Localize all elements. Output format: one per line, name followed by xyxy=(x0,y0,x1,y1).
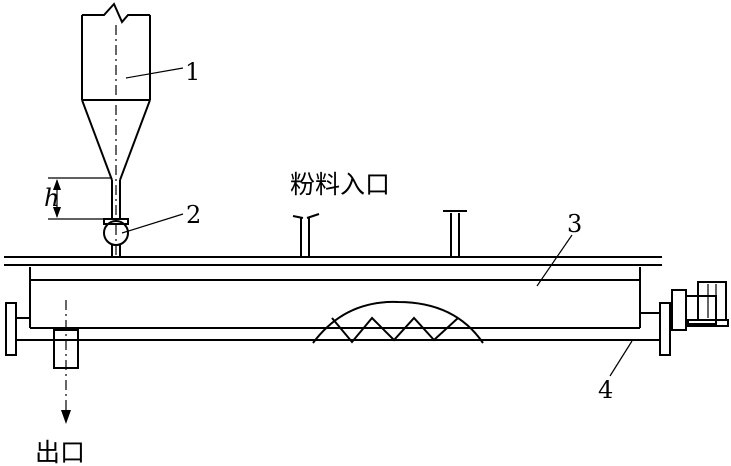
part-2-callout: 2 xyxy=(121,201,201,234)
conveyor-trough xyxy=(29,267,641,329)
powder-inlet-label: 粉料入口 xyxy=(290,170,390,199)
screw-flight xyxy=(312,300,484,344)
outlet-label: 出口 xyxy=(35,438,85,466)
screw-casing xyxy=(5,302,671,356)
part-3-callout: 3 xyxy=(536,210,582,287)
part-4-label: 4 xyxy=(598,376,613,404)
part-4-callout: 4 xyxy=(598,340,633,404)
rotary-valve xyxy=(103,218,129,258)
height-dimension: h xyxy=(44,177,112,220)
height-label: h xyxy=(44,184,59,212)
top-plates xyxy=(4,256,662,266)
part-2-label: 2 xyxy=(186,201,201,229)
part-3-label: 3 xyxy=(567,210,582,238)
outlet xyxy=(53,300,79,424)
part-1-label: 1 xyxy=(185,58,200,86)
drive-motor xyxy=(671,281,729,331)
part-1-callout: 1 xyxy=(125,58,200,86)
powder-inlet-pipes xyxy=(292,210,467,257)
